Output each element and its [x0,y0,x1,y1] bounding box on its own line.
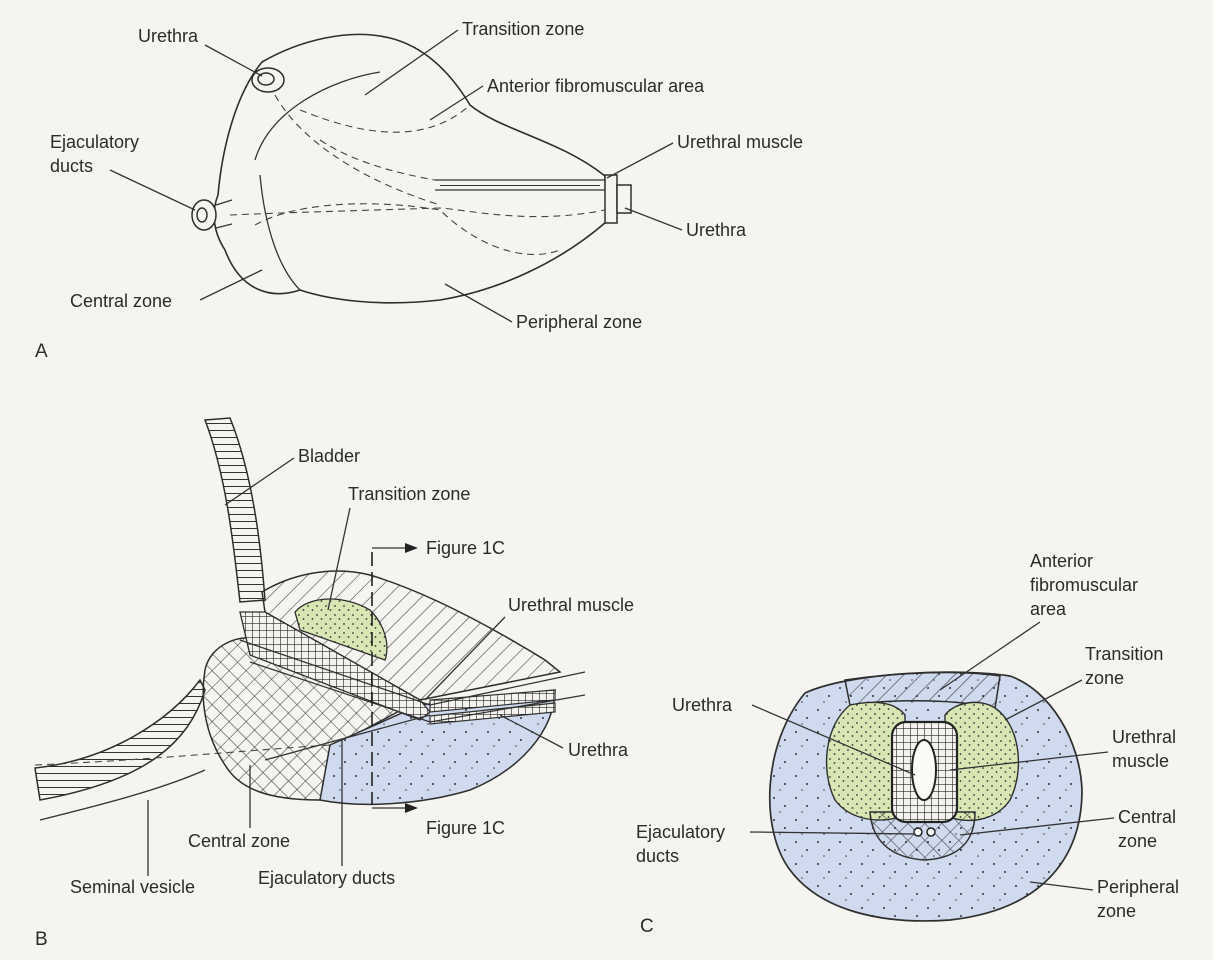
label-a-transition-zone: Transition zone [462,19,584,39]
urethra-lumen-c [912,740,936,800]
label-a-ejaculatory-ducts-line2: ducts [50,156,93,176]
label-a-peripheral-zone: Peripheral zone [516,312,642,332]
label-a-central-zone: Central zone [70,291,172,311]
label-c-peripheral-line1: Peripheral [1097,877,1179,897]
urethral-muscle-fill-a [440,180,600,190]
label-b-central-zone: Central zone [188,831,290,851]
label-c-transition-line2: zone [1085,668,1124,688]
bladder-wall-b [205,418,265,602]
label-c-urethra: Urethra [672,695,733,715]
seminal-vesicle-b [35,680,205,800]
label-b-figure-1c-top: Figure 1C [426,538,505,558]
label-a-anterior-fibromuscular: Anterior fibromuscular area [487,76,705,96]
label-c-ejaculatory-line2: ducts [636,846,679,866]
panel-c-drawing [770,672,1082,921]
label-b-ejaculatory-ducts: Ejaculatory ducts [258,868,395,888]
label-c-urethral-muscle-line1: Urethral [1112,727,1176,747]
label-c-anterior-line2: fibromuscular [1030,575,1138,595]
panel-a-labels: Urethra Transition zone Anterior fibromu… [35,19,803,362]
urethra-opening-top-a [252,68,284,92]
label-a-urethra-right: Urethra [686,220,747,240]
label-b-urethra: Urethra [568,740,629,760]
label-c-urethral-muscle-line2: muscle [1112,751,1169,771]
ejaculatory-duct-c [914,828,922,836]
label-c-anterior-line3: area [1030,599,1067,619]
label-a-ejaculatory-ducts-line1: Ejaculatory [50,132,139,152]
label-c-ejaculatory-line1: Ejaculatory [636,822,725,842]
label-b-bladder: Bladder [298,446,360,466]
urethra-end-right-a [617,185,631,213]
panel-a-drawing [192,34,631,302]
urethra-tube-right-a [605,175,617,223]
label-a-urethra-top: Urethra [138,26,199,46]
label-b-figure-1c-bottom: Figure 1C [426,818,505,838]
label-c-central-line2: zone [1118,831,1157,851]
label-c-transition-line1: Transition [1085,644,1163,664]
panel-letter-a: A [35,341,48,362]
label-a-urethral-muscle: Urethral muscle [677,132,803,152]
label-c-anterior-line1: Anterior [1030,551,1093,571]
panel-letter-b: B [35,929,48,950]
label-c-peripheral-line2: zone [1097,901,1136,921]
label-c-central-line1: Central [1118,807,1176,827]
label-b-urethral-muscle: Urethral muscle [508,595,634,615]
ejaculatory-duct-openings-a [192,200,216,230]
label-b-transition-zone: Transition zone [348,484,470,504]
panel-letter-c: C [640,916,654,937]
label-b-seminal-vesicle: Seminal vesicle [70,877,195,897]
